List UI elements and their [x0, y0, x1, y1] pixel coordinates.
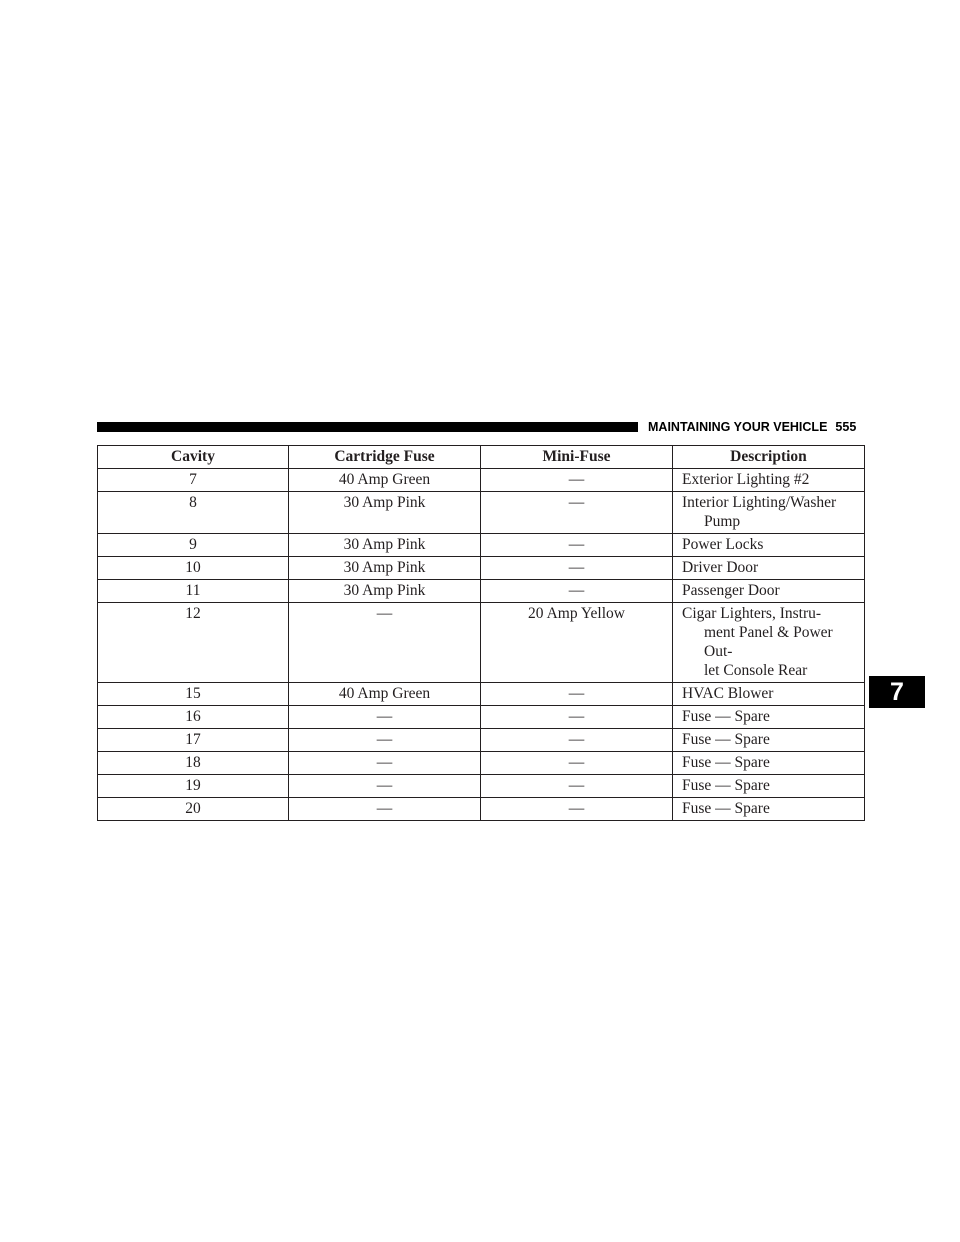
cell-description: Fuse — Spare — [672, 728, 865, 752]
cell-cavity: 20 — [97, 797, 289, 821]
cell-cartridge-fuse: 40 Amp Green — [288, 682, 481, 706]
cell-mini-fuse: — — [480, 491, 673, 534]
cell-mini-fuse: — — [480, 705, 673, 729]
page-header: MAINTAINING YOUR VEHICLE 555 — [648, 417, 864, 437]
section-title: MAINTAINING YOUR VEHICLE — [648, 420, 828, 434]
cell-cavity: 8 — [97, 491, 289, 534]
cell-mini-fuse: — — [480, 751, 673, 775]
description-line: Exterior Lighting #2 — [682, 471, 810, 488]
cell-cavity: 9 — [97, 533, 289, 557]
cell-mini-fuse: 20 Amp Yellow — [480, 602, 673, 683]
cell-cartridge-fuse: — — [288, 602, 481, 683]
description-line: Pump — [704, 513, 741, 530]
cell-description: Fuse — Spare — [672, 705, 865, 729]
fuse-table: Cavity Cartridge Fuse Mini-Fuse Descript… — [97, 445, 865, 821]
cell-cartridge-fuse: — — [288, 705, 481, 729]
table-row: 18——Fuse — Spare — [97, 751, 865, 775]
table-row: 20——Fuse — Spare — [97, 797, 865, 821]
cell-description: HVAC Blower — [672, 682, 865, 706]
header-rule — [97, 422, 638, 432]
cell-cavity: 18 — [97, 751, 289, 775]
description-line: ment Panel & Power Out- — [704, 624, 833, 660]
description-line: Fuse — Spare — [682, 777, 770, 794]
cell-cavity: 15 — [97, 682, 289, 706]
cell-cartridge-fuse: 30 Amp Pink — [288, 533, 481, 557]
cell-mini-fuse: — — [480, 533, 673, 557]
cell-cartridge-fuse: — — [288, 728, 481, 752]
cell-cavity: 17 — [97, 728, 289, 752]
cell-description: Passenger Door — [672, 579, 865, 603]
table-row: 17——Fuse — Spare — [97, 728, 865, 752]
cell-mini-fuse: — — [480, 468, 673, 492]
cell-description: Cigar Lighters, Instru-ment Panel & Powe… — [672, 602, 865, 683]
cell-cartridge-fuse: 30 Amp Pink — [288, 491, 481, 534]
cell-cartridge-fuse: — — [288, 751, 481, 775]
cell-cartridge-fuse: — — [288, 797, 481, 821]
cell-cartridge-fuse: 40 Amp Green — [288, 468, 481, 492]
cell-cavity: 7 — [97, 468, 289, 492]
cell-description: Fuse — Spare — [672, 774, 865, 798]
cell-cavity: 16 — [97, 705, 289, 729]
cell-cavity: 11 — [97, 579, 289, 603]
column-header-mini-fuse: Mini-Fuse — [480, 445, 673, 469]
chapter-tab: 7 — [869, 676, 925, 708]
cell-mini-fuse: — — [480, 556, 673, 580]
cell-mini-fuse: — — [480, 797, 673, 821]
cell-cartridge-fuse: 30 Amp Pink — [288, 579, 481, 603]
column-header-cartridge-fuse: Cartridge Fuse — [288, 445, 481, 469]
cell-mini-fuse: — — [480, 728, 673, 752]
description-line: Power Locks — [682, 536, 764, 553]
cell-description: Fuse — Spare — [672, 797, 865, 821]
page-number: 555 — [835, 420, 857, 434]
description-line: Cigar Lighters, Instru- — [682, 605, 822, 622]
description-line: Interior Lighting/Washer — [682, 494, 837, 511]
column-header-cavity: Cavity — [97, 445, 289, 469]
cell-cartridge-fuse: — — [288, 774, 481, 798]
table-row: 19——Fuse — Spare — [97, 774, 865, 798]
description-line: HVAC Blower — [682, 685, 774, 702]
cell-mini-fuse: — — [480, 682, 673, 706]
cell-description: Power Locks — [672, 533, 865, 557]
cell-mini-fuse: — — [480, 774, 673, 798]
description-line: let Console Rear — [704, 662, 808, 679]
cell-description: Driver Door — [672, 556, 865, 580]
cell-description: Exterior Lighting #2 — [672, 468, 865, 492]
cell-cavity: 19 — [97, 774, 289, 798]
cell-cavity: 12 — [97, 602, 289, 683]
description-line: Driver Door — [682, 559, 759, 576]
description-line: Fuse — Spare — [682, 731, 770, 748]
description-line: Fuse — Spare — [682, 754, 770, 771]
cell-cartridge-fuse: 30 Amp Pink — [288, 556, 481, 580]
table-header-row: Cavity Cartridge Fuse Mini-Fuse Descript… — [97, 445, 865, 469]
column-header-description: Description — [672, 445, 865, 469]
cell-cavity: 10 — [97, 556, 289, 580]
cell-description: Fuse — Spare — [672, 751, 865, 775]
cell-mini-fuse: — — [480, 579, 673, 603]
description-line: Passenger Door — [682, 582, 780, 599]
description-line: Fuse — Spare — [682, 800, 770, 817]
table-row: 16——Fuse — Spare — [97, 705, 865, 729]
description-line: Fuse — Spare — [682, 708, 770, 725]
